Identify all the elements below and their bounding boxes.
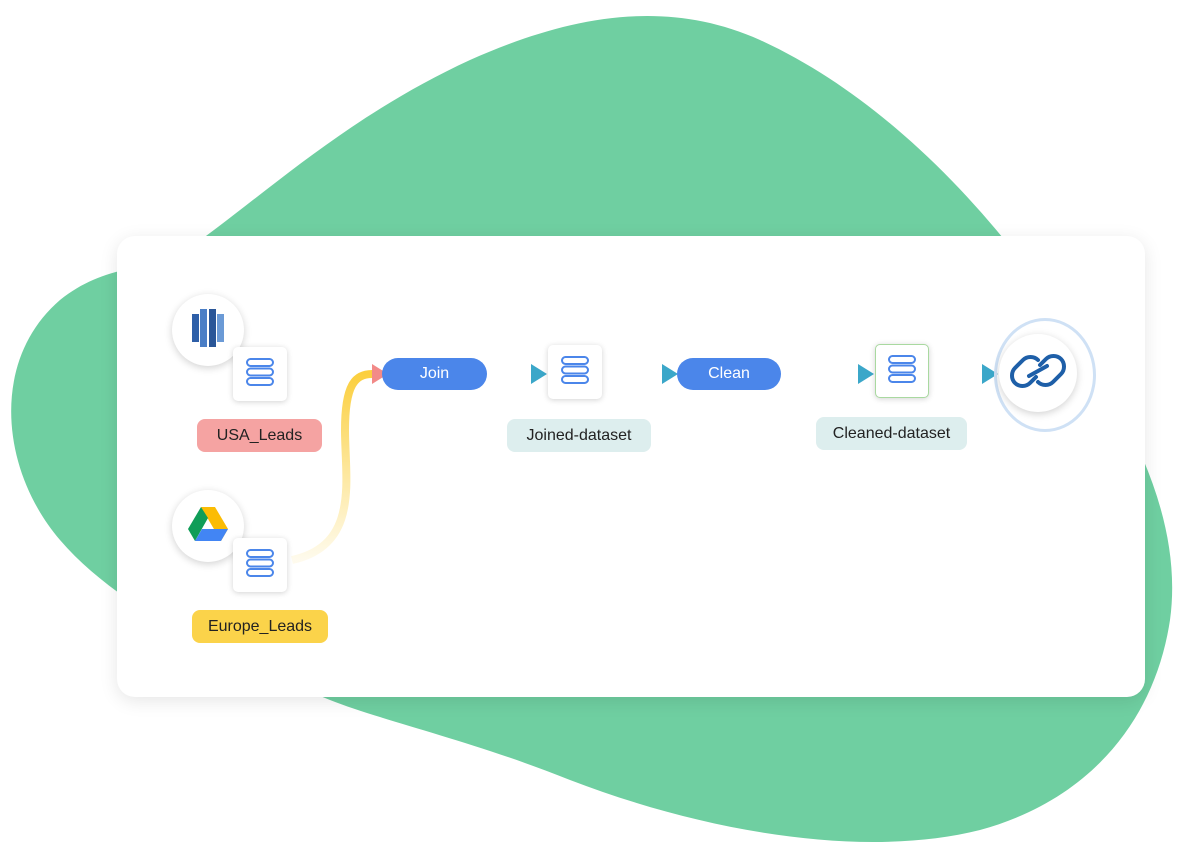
arrowhead-cleaned — [858, 364, 874, 384]
arrowhead-join — [372, 364, 388, 384]
google-drive-icon — [187, 505, 229, 548]
arrowhead-destination — [982, 364, 998, 384]
redshift-source-node[interactable] — [172, 294, 244, 366]
cleaned-dataset-label: Cleaned-dataset — [816, 417, 967, 450]
join-step-button[interactable]: Join — [382, 358, 487, 390]
database-icon — [886, 353, 918, 390]
clean-step-button[interactable]: Clean — [677, 358, 781, 390]
destination-ring — [994, 318, 1096, 432]
usa-leads-dataset-node[interactable] — [233, 347, 287, 401]
europe-leads-dataset-node[interactable] — [233, 538, 287, 592]
joined-dataset-label: Joined-dataset — [507, 419, 651, 452]
zoho-infinity-icon — [1010, 351, 1066, 396]
europe-leads-label: Europe_Leads — [192, 610, 328, 643]
google-drive-source-node[interactable] — [172, 490, 244, 562]
cleaned-dataset-node[interactable] — [875, 344, 929, 398]
joined-dataset-node[interactable] — [548, 345, 602, 399]
arrowhead-joined — [531, 364, 547, 384]
arrowhead-clean — [662, 364, 678, 384]
database-icon — [244, 356, 276, 393]
usa-leads-label: USA_Leads — [197, 419, 322, 452]
database-icon — [559, 354, 591, 391]
database-icon — [244, 547, 276, 584]
connector-europe-to-join — [291, 370, 373, 564]
redshift-icon — [188, 306, 228, 355]
destination-node[interactable] — [999, 334, 1077, 412]
